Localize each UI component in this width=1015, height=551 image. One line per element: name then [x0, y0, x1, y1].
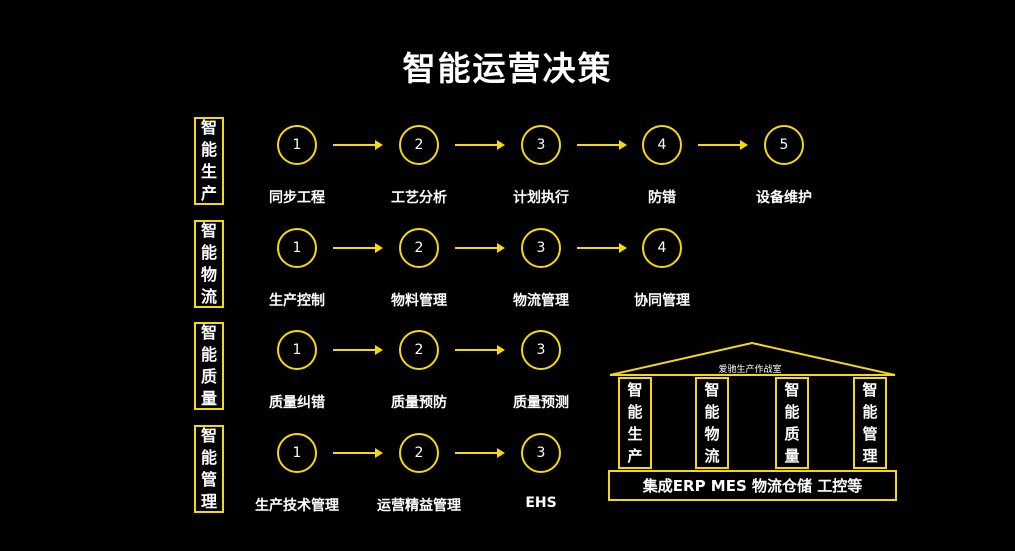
step-circle: 1	[277, 125, 317, 165]
step-label: 协同管理	[634, 293, 690, 309]
step-circle: 4	[642, 228, 682, 268]
row-label-char: 能	[200, 345, 217, 364]
step-circle: 3	[521, 330, 561, 370]
step-circle: 2	[399, 228, 439, 268]
row-label-char: 管	[200, 470, 217, 489]
step-circle: 1	[277, 228, 317, 268]
roof-label: 爱驰生产作战室	[718, 365, 782, 375]
row-label-production: 智 能 生 产	[194, 117, 224, 205]
pillar-management: 智 能 管 理	[853, 377, 887, 469]
arrow-connector	[577, 140, 627, 150]
temple-base: 集成ERP MES 物流仓储 工控等	[608, 470, 897, 501]
step-label: 设备维护	[756, 190, 812, 206]
row-label-char: 生	[200, 162, 217, 181]
page-title: 智能运营决策	[402, 49, 613, 88]
row-label-char: 理	[200, 492, 217, 511]
step-circle: 3	[521, 433, 561, 473]
arrow-connector	[455, 345, 505, 355]
arrow-connector	[333, 140, 383, 150]
pillar-char: 能	[627, 403, 643, 421]
pillar-char: 智	[704, 381, 720, 399]
pillar-char: 智	[627, 381, 643, 399]
step-circle: 4	[642, 125, 682, 165]
arrow-connector	[698, 140, 748, 150]
pillar-quality: 智 能 质 量	[775, 377, 809, 469]
step-circle: 3	[521, 228, 561, 268]
row-label-char: 流	[200, 287, 217, 306]
pillar-logistics: 智 能 物 流	[695, 377, 729, 469]
arrow-connector	[455, 140, 505, 150]
pillar-char: 物	[704, 425, 720, 443]
step-circle: 2	[399, 330, 439, 370]
row-label-char: 能	[200, 140, 217, 159]
row-label-char: 产	[200, 184, 217, 203]
arrow-connector	[333, 243, 383, 253]
step-label: 生产控制	[269, 293, 325, 309]
step-circle: 1	[277, 433, 317, 473]
step-circle: 3	[521, 125, 561, 165]
pillar-char: 管	[862, 425, 878, 443]
step-label: EHS	[525, 495, 557, 511]
pillar-char: 能	[784, 403, 800, 421]
step-label: 物料管理	[391, 293, 447, 309]
row-label-management: 智 能 管 理	[194, 425, 224, 513]
row-label-char: 智	[200, 323, 217, 342]
step-label: 质量预防	[391, 395, 447, 411]
row-label-char: 质	[200, 367, 217, 386]
arrow-connector	[455, 243, 505, 253]
step-circle: 1	[277, 330, 317, 370]
step-label: 同步工程	[269, 190, 325, 206]
row-label-quality: 智 能 质 量	[194, 322, 224, 410]
arrow-connector	[333, 345, 383, 355]
step-label: 物流管理	[513, 293, 569, 309]
row-label-char: 物	[200, 265, 217, 284]
step-circle: 5	[764, 125, 804, 165]
row-label-logistics: 智 能 物 流	[194, 220, 224, 308]
pillar-char: 量	[784, 447, 800, 465]
arrow-connector	[455, 448, 505, 458]
pillar-char: 生	[627, 425, 643, 443]
pillar-char: 产	[627, 447, 643, 465]
pillar-char: 智	[784, 381, 800, 399]
step-label: 质量预测	[513, 395, 569, 411]
pillar-char: 能	[704, 403, 720, 421]
step-circle: 2	[399, 125, 439, 165]
pillar-char: 智	[862, 381, 878, 399]
pillar-production: 智 能 生 产	[618, 377, 652, 469]
row-label-char: 智	[200, 426, 217, 445]
row-label-char: 智	[200, 221, 217, 240]
step-label: 工艺分析	[391, 190, 447, 206]
pillar-char: 流	[704, 447, 720, 465]
pillar-char: 质	[784, 425, 800, 443]
step-label: 质量纠错	[269, 395, 325, 411]
row-label-char: 能	[200, 243, 217, 262]
step-label: 防错	[648, 190, 676, 206]
pillar-char: 能	[862, 403, 878, 421]
step-label: 计划执行	[513, 190, 569, 206]
arrow-connector	[333, 448, 383, 458]
step-label: 运营精益管理	[377, 498, 461, 514]
pillar-char: 理	[862, 447, 878, 465]
step-label: 生产技术管理	[255, 498, 339, 514]
row-label-char: 能	[200, 448, 217, 467]
step-circle: 2	[399, 433, 439, 473]
row-label-char: 智	[200, 118, 217, 137]
row-label-char: 量	[200, 389, 217, 408]
arrow-connector	[577, 243, 627, 253]
